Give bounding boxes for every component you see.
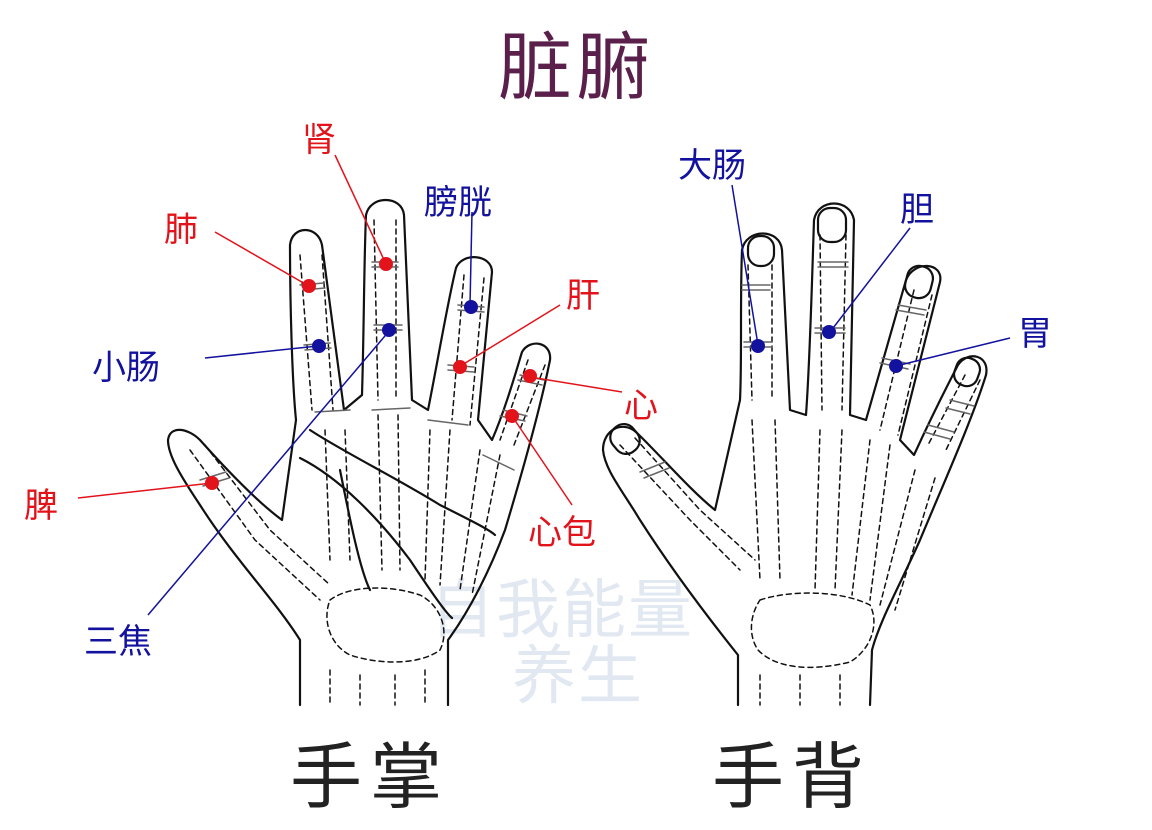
point-lung [302,279,316,293]
point-kidney [379,257,393,271]
label-bladder: 膀胱 [424,183,492,223]
leader-lung [214,231,308,286]
leader-large-intestine [731,184,759,346]
back-nail-thumb [609,422,641,456]
palm-joint-marks [199,261,545,487]
palm-crease-3 [338,468,372,592]
leader-heart [529,376,623,393]
label-lung: 肺 [164,210,198,250]
point-large-intestine [751,339,765,353]
points [205,257,903,490]
leader-small-intestine [204,345,319,359]
point-liver [453,360,467,374]
label-spleen: 脾 [24,486,58,526]
label-heart: 心 [624,386,658,426]
label-pericardium: 心包 [528,513,596,553]
label-kidney: 肾 [302,120,336,160]
point-bladder [464,300,478,314]
label-large-intestine: 大肠 [678,146,746,186]
leader-spleen [77,482,213,499]
back-hand-outline [601,202,988,707]
point-spleen [205,476,219,490]
caption-back: 手背 [712,735,873,819]
back-nail-middle [816,206,848,244]
label-triple-burner: 三焦 [84,622,152,662]
point-triple-burner [382,323,396,337]
leader-liver [461,304,561,366]
palm-crease-2 [308,428,497,537]
back-nail-little [952,356,982,388]
label-stomach: 胃 [1018,314,1052,354]
label-gallbladder: 胆 [900,190,934,230]
page-title: 脏腑 [498,25,654,111]
leader-gallbladder [829,227,911,333]
point-small-intestine [312,339,326,353]
leader-stomach [895,337,1011,367]
label-small-intestine: 小肠 [92,348,160,388]
point-gallbladder [822,325,836,339]
back-nail-ring [903,264,935,300]
leader-triple-burner [147,329,391,616]
point-pericardium [505,409,519,423]
point-stomach [889,359,903,373]
back-joint-marks [639,261,975,479]
leader-pericardium [511,415,573,506]
leader-kidney [334,154,386,263]
point-heart [523,369,537,383]
caption-palm: 手掌 [290,735,451,819]
palm-hand-outline [166,199,552,707]
palm-crease-1 [298,456,454,620]
label-liver: 肝 [566,276,600,316]
back-nail-index [746,234,776,268]
watermark-line2: 养生 [512,640,644,714]
leader-bladder [469,211,473,306]
